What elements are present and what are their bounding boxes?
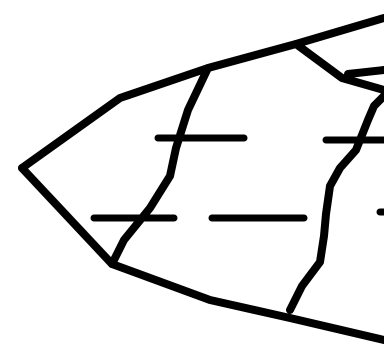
crack-top-inner: [348, 70, 384, 74]
